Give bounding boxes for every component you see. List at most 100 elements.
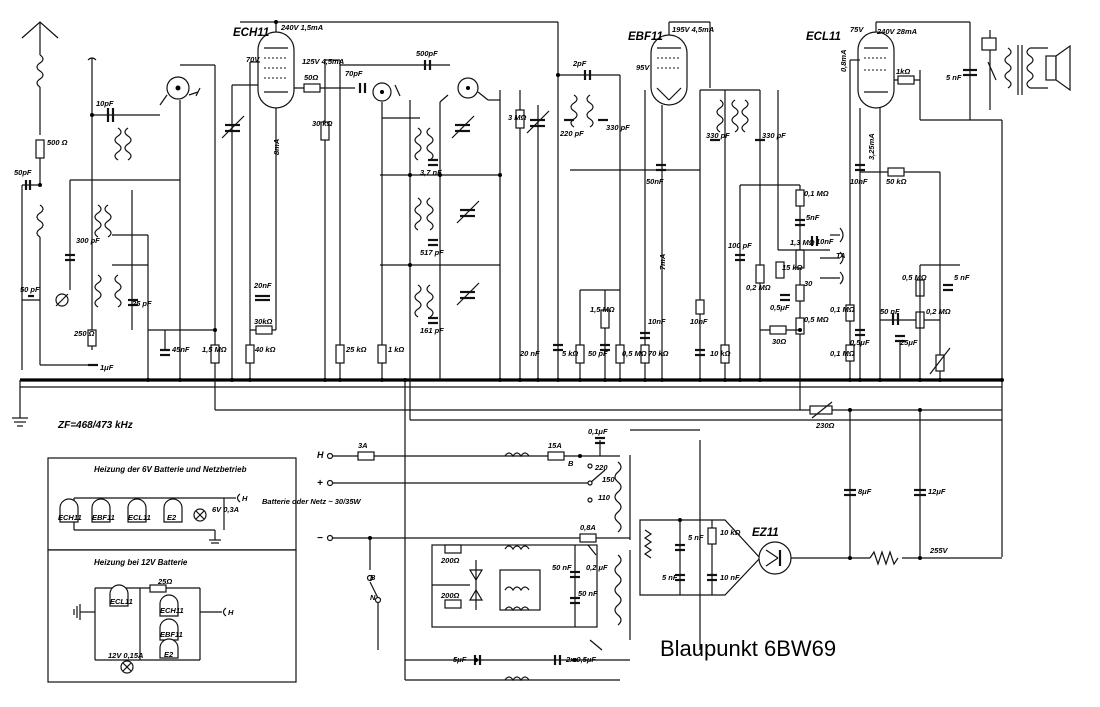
component-value-label: 5 nF [662, 573, 678, 582]
label-ebf11: EBF11 [628, 31, 663, 43]
heater-terminal-icon [222, 607, 227, 617]
component-value-label: EBF11 [160, 630, 183, 639]
resistor-icon [615, 344, 625, 364]
resistor-icon [303, 83, 321, 93]
variable-capacitor-icon [451, 115, 475, 139]
component-value-label: 110 [598, 493, 611, 502]
component-value-label: 0,2 MΩ [746, 283, 771, 292]
component-value-label: 10nF [690, 317, 708, 326]
component-value-label: 45nF [171, 345, 190, 354]
component-value-label: 0,5 MΩ [622, 349, 647, 358]
component-value-label: 150 [602, 475, 615, 484]
coil-icon [426, 284, 434, 318]
component-value-label: 50 nF [880, 307, 900, 316]
component-value-label: 0,5 MΩ [902, 273, 927, 282]
pickup-jack-icon [839, 227, 844, 243]
label-ech11-anode: 240V 1,5mA [280, 23, 323, 32]
component-value-label: 0,1μF [588, 427, 608, 436]
component-value-label: 6V 0,3A [212, 505, 239, 514]
component-value-label: 50nF [646, 177, 664, 186]
coil-icon [414, 127, 422, 161]
coil-icon [504, 586, 530, 592]
pilot-lamp-icon [120, 660, 134, 674]
component-value-label: ECH11 [58, 513, 82, 522]
label-ecl11-anode: 240V 28mA [876, 27, 917, 36]
resistor-icon [35, 139, 45, 159]
fuse-icon [357, 451, 375, 461]
wave-switch-icon [372, 82, 401, 102]
component-value-label: 330 pF [706, 131, 730, 140]
headphone-switch-icon [981, 37, 997, 81]
ground-icon [73, 604, 95, 620]
component-value-label: 1,3 MΩ [790, 238, 815, 247]
resistor-icon [795, 189, 805, 207]
component-value-label: Batterie oder Netz ~ 30/35W [262, 497, 361, 506]
component-value-label: 15 kΩ [782, 263, 803, 272]
mains-transformer-icon [614, 455, 631, 640]
fuse-icon [579, 533, 597, 543]
coil-icon [504, 606, 530, 612]
component-value-label: 50pF [14, 168, 32, 177]
component-value-label: TA [836, 251, 845, 260]
coil-icon [94, 204, 102, 238]
vibrator-box [431, 544, 598, 628]
component-value-label: 300 pF [76, 236, 100, 245]
component-value-label: 2pF [572, 59, 587, 68]
component-value-label: 10 kΩ [710, 349, 731, 358]
heater-tube-icon [159, 638, 179, 659]
wave-switch-icon [439, 77, 489, 103]
label-ech11-grid: 70V [246, 55, 260, 64]
resistor-icon [377, 344, 387, 364]
resistor-icon [887, 167, 905, 177]
component-value-label: B [370, 573, 376, 582]
component-value-label: 200Ω [440, 556, 460, 565]
component-value-label: 0,8A [580, 523, 596, 532]
resistor-icon [795, 317, 805, 335]
component-value-label: 0,5μF [770, 303, 790, 312]
component-value-label: 50 pF [20, 285, 40, 294]
label-if-frequency: ZF=468/473 kHz [57, 420, 133, 431]
resistor-icon [515, 109, 525, 129]
variable-capacitor-icon [456, 282, 480, 306]
pilot-lamp-icon [193, 508, 207, 522]
tube-ecl11 [857, 31, 895, 109]
tube-ech11 [257, 31, 295, 109]
component-labels: ECH11 240V 1,5mA 125V 4,5mA 70V 8mA EBF1… [14, 23, 970, 664]
resistor-icon [640, 344, 650, 364]
component-value-label: 5nF [806, 213, 820, 222]
coil-icon [114, 127, 122, 161]
label-ecl11-current: 3,25mA [867, 133, 876, 160]
component-value-label: EBF11 [92, 513, 115, 522]
resistor-icon [707, 527, 717, 545]
component-value-label: 161 pF [420, 326, 444, 335]
resistor-icon [575, 344, 585, 364]
resistor-icon [87, 329, 97, 347]
relay-box [499, 569, 541, 611]
component-value-label: 20 nF [519, 349, 540, 358]
component-value-label: 1,5 MΩ [202, 345, 227, 354]
component-value-label: 25 kΩ [345, 345, 367, 354]
heater-tube-icon [159, 594, 179, 617]
component-value-label: 0,1 MΩ [804, 189, 829, 198]
component-value-label: 100 pF [728, 241, 752, 250]
inset1-header: Heizung der 6V Batterie und Netzbetrieb [94, 465, 247, 474]
component-value-label: 10 nF [720, 573, 740, 582]
component-value-label: ECL11 [110, 597, 133, 606]
filter-resistor-icon [869, 550, 899, 566]
component-value-label: 220 pF [559, 129, 584, 138]
component-value-label: 50 pF [588, 349, 608, 358]
heater-tube-icon [91, 498, 111, 523]
component-value-label: 30kΩ [254, 317, 273, 326]
coil-icon [426, 127, 434, 161]
resistor-icon [255, 325, 273, 335]
heater-tube-icon [127, 498, 147, 523]
coil-icon [94, 274, 102, 308]
heater-tube-icon [163, 498, 183, 523]
component-value-label: 10pF [96, 99, 114, 108]
coil-icon [36, 204, 44, 238]
resistor-icon [335, 344, 345, 364]
coil-icon [731, 99, 739, 133]
component-value-label: 0,5μF [850, 338, 870, 347]
label-ech11-current: 8mA [272, 139, 281, 155]
